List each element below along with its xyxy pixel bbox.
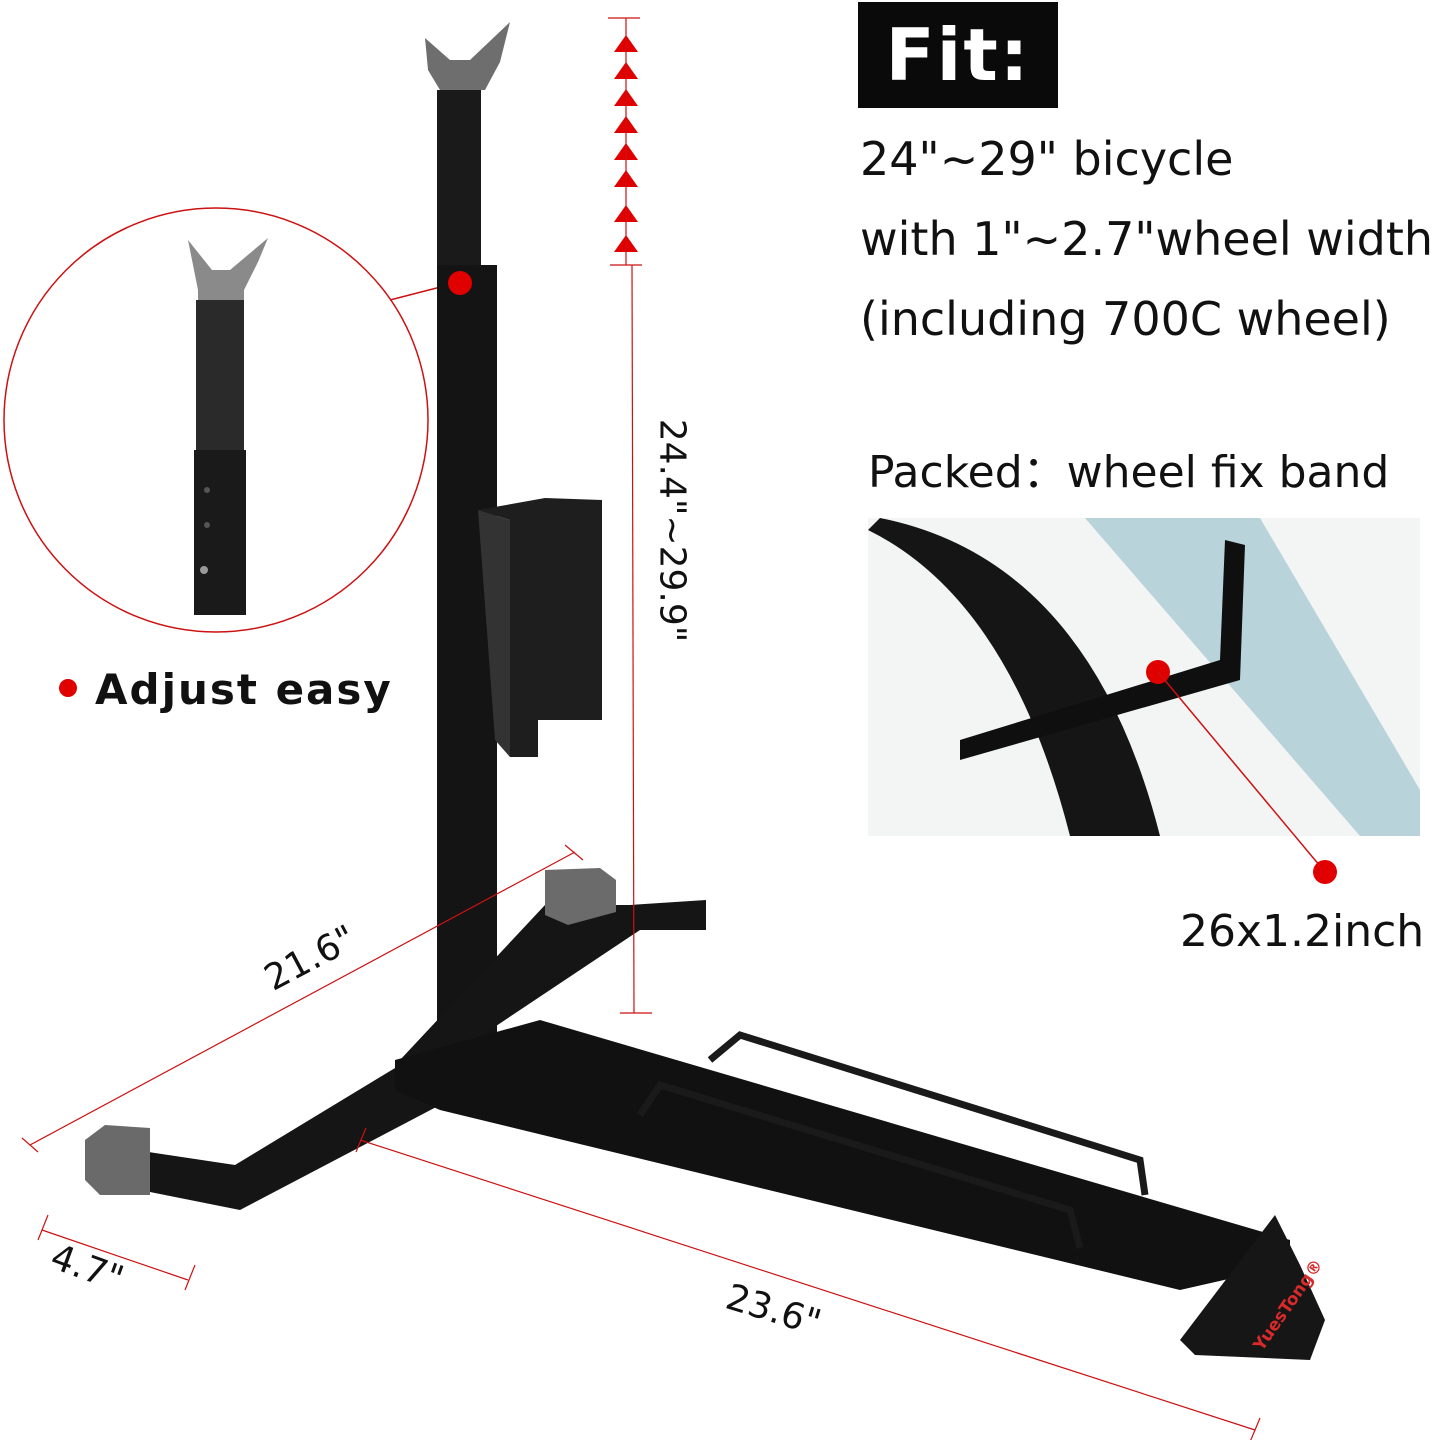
fit-line-size: 24"~29" bicycle bbox=[860, 132, 1234, 186]
stand-base bbox=[85, 868, 1325, 1360]
zoom-detail-circle bbox=[3, 207, 461, 633]
fit-heading: Fit: bbox=[858, 2, 1058, 108]
fit-line-width: with 1"~2.7"wheel width bbox=[860, 212, 1434, 266]
packed-label: Packed：wheel fix band bbox=[868, 447, 1390, 498]
wheel-band-photo bbox=[868, 518, 1420, 873]
height-dimension: 24.4"~29.9" bbox=[651, 418, 693, 643]
wheel-holder bbox=[478, 498, 602, 757]
band-size-label: 26x1.2inch bbox=[1180, 906, 1425, 957]
fit-line-700c: (including 700C wheel) bbox=[860, 292, 1391, 346]
upright-post bbox=[425, 22, 510, 1040]
adjust-easy-label: Adjust easy bbox=[95, 665, 393, 714]
dimension-lines bbox=[21, 17, 1261, 1440]
